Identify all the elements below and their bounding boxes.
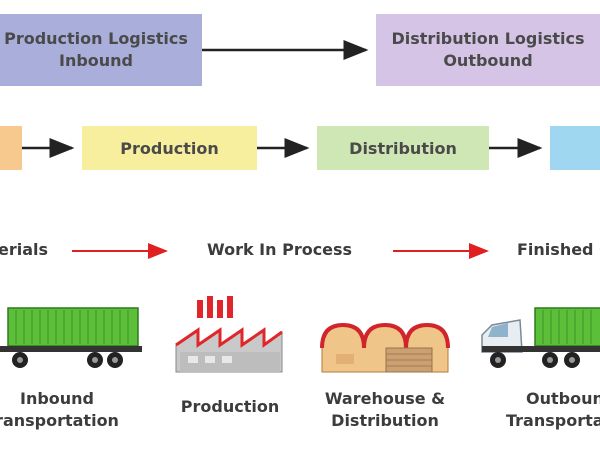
production-caption-text: Production [180, 397, 280, 416]
warehouse-caption-line1: Warehouse & [324, 389, 446, 408]
truck-icon [0, 307, 142, 368]
inbound-logistics-title: Production Logistics [4, 29, 188, 48]
warehouse-icon [320, 322, 450, 373]
raw-materials-label: erials [0, 240, 49, 259]
work-in-process-label: Work In Process [207, 240, 353, 259]
outbound-logistics-title: Distribution Logistics [391, 29, 585, 48]
production-stage-box: Production [82, 126, 257, 170]
distribution-stage-label: Distribution [349, 138, 457, 158]
finished-goods-label: Finished G [517, 240, 600, 259]
outbound-logistics-subtitle: Outbound [443, 51, 533, 70]
production-caption: Production [166, 396, 294, 418]
warehouse-caption-line2: Distribution [331, 411, 439, 430]
outbound-caption-line1: Outboun [526, 389, 600, 408]
outbound-transportation-caption: Outboun Transportat [506, 388, 600, 432]
warehouse-distribution-caption: Warehouse & Distribution [315, 388, 455, 432]
inbound-caption-line2: ransportation [0, 411, 119, 430]
production-stage-label: Production [120, 138, 219, 158]
outbound-logistics-box: Distribution Logistics Outbound [376, 14, 600, 86]
distribution-stage-box: Distribution [317, 126, 489, 170]
truck-icon [481, 307, 600, 368]
inbound-transportation-caption: Inbound ransportation [0, 388, 122, 432]
factory-icon [175, 296, 283, 373]
outbound-caption-line2: Transportat [506, 411, 600, 430]
inbound-logistics-subtitle: Inbound [58, 51, 134, 70]
inbound-caption-line1: Inbound [19, 389, 95, 408]
inbound-logistics-box: Production Logistics Inbound [0, 14, 202, 86]
customer-stage-box [550, 126, 600, 170]
supply-stage-box [0, 126, 22, 170]
